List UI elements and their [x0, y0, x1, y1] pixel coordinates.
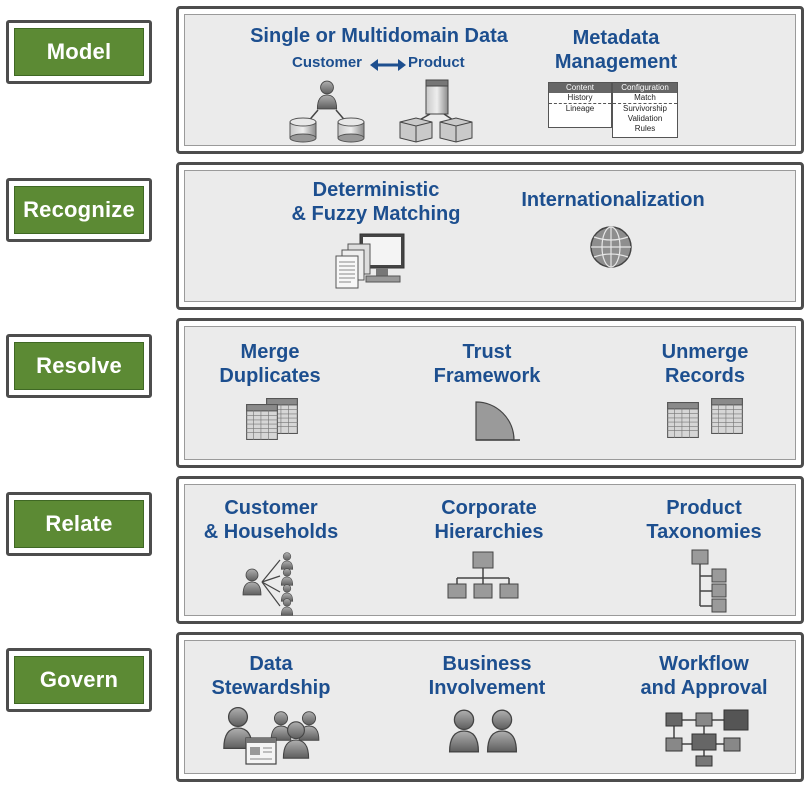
stage-model: Model [6, 20, 152, 84]
spreadsheet-merge-icon [246, 398, 298, 440]
stewardship-icon [223, 706, 320, 765]
intl-title: Internationalization [521, 189, 705, 211]
corporate-hierarchies-title: Corporate Hierarchies [434, 497, 544, 543]
matching-title: Deterministic & Fuzzy Matching [291, 179, 461, 225]
stage-relate-label: Relate [14, 500, 144, 548]
stage-resolve-label: Resolve [14, 342, 144, 390]
workflow-icon [665, 709, 749, 767]
households-icon [242, 552, 294, 616]
people-icon [448, 709, 518, 753]
globe-icon [590, 226, 632, 268]
configuration-box: Configuration Match Survivorship Validat… [612, 82, 678, 138]
org-chart-icon [447, 551, 519, 599]
workflow-approval-title: Workflow and Approval [640, 653, 768, 699]
model-product-label: Product [408, 54, 465, 71]
merge-title: Merge Duplicates [219, 341, 321, 387]
stage-resolve: Resolve [6, 334, 152, 398]
business-involvement-title: Business Involvement [428, 653, 546, 699]
model-data-title: Single or Multidomain Data [250, 25, 508, 47]
recognize-panel [176, 162, 804, 310]
metadata-title: Metadata Management [554, 27, 678, 73]
trust-title: Trust Framework [433, 341, 541, 387]
data-stewardship-title: Data Stewardship [211, 653, 331, 699]
stage-recognize: Recognize [6, 178, 152, 242]
spreadsheet-unmerge-icon [666, 398, 744, 438]
model-panel [176, 6, 804, 154]
stage-model-label: Model [14, 28, 144, 76]
product-box-icon [399, 79, 473, 143]
stage-govern: Govern [6, 648, 152, 712]
taxonomy-tree-icon [691, 549, 727, 613]
model-customer-label: Customer [292, 54, 363, 71]
product-taxonomies-title: Product Taxonomies [646, 497, 762, 543]
customer-households-title: Customer & Households [203, 497, 339, 543]
stage-relate: Relate [6, 492, 152, 556]
quarter-circle-icon [475, 401, 520, 441]
content-box: Content History Lineage [548, 82, 612, 128]
monitor-documents-icon [335, 233, 405, 289]
database-person-icon [289, 80, 365, 143]
double-arrow-icon [370, 59, 406, 71]
stage-govern-label: Govern [14, 656, 144, 704]
unmerge-title: Unmerge Records [661, 341, 749, 387]
stage-recognize-label: Recognize [14, 186, 144, 234]
